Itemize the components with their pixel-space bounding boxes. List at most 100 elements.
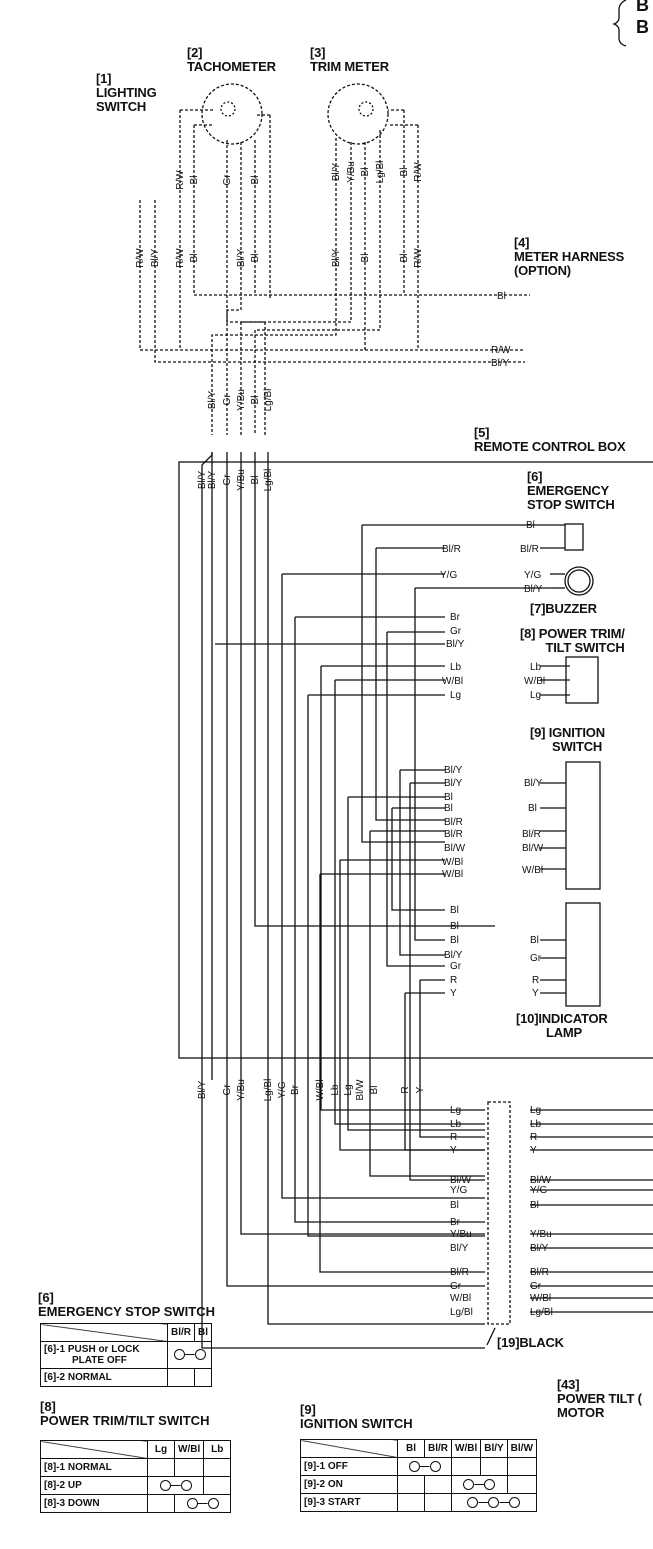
tachometer-outline bbox=[201, 83, 263, 145]
connector-right-label: Lb bbox=[530, 1119, 542, 1130]
connector-left-label: Lg/Bl bbox=[450, 1307, 473, 1318]
ignition-wire-label: Bl bbox=[528, 803, 537, 814]
connector-left-label: Bl/R bbox=[450, 1267, 469, 1278]
remote-control-box-label: [5]REMOTE CONTROL BOX bbox=[474, 425, 626, 454]
ignition-wire-label: W/Bl bbox=[442, 857, 463, 868]
ignition-wire-label: Bl/R bbox=[444, 829, 463, 840]
connector-left-label: W/Bl bbox=[450, 1293, 471, 1304]
buzzer-wire-label: Y/G bbox=[440, 570, 457, 581]
trim-wire-label: R/W bbox=[413, 248, 424, 268]
ignition-wire-label: Bl/R bbox=[522, 829, 541, 840]
bottom-wire-label: Y bbox=[415, 1086, 426, 1093]
bundle-wire-label: Bl bbox=[250, 476, 261, 485]
connector-right-label: Bl bbox=[530, 1200, 539, 1211]
lamp-wire-label: R bbox=[532, 975, 539, 986]
connector-right-label: Y bbox=[530, 1145, 537, 1156]
connector-right-label: Bl/W bbox=[530, 1175, 552, 1186]
tachometer-lamp bbox=[220, 101, 236, 117]
stop-wire-label: Bl/R bbox=[442, 544, 461, 555]
connector-left-label: R bbox=[450, 1132, 457, 1143]
bundle-wire-label: Lg/Bl bbox=[263, 389, 274, 412]
trim-meter-outline bbox=[327, 83, 389, 145]
bundle-wire-label: Bl/Y bbox=[197, 471, 208, 490]
bottom-wire-label: Lg/Bl bbox=[263, 1079, 274, 1102]
connector-right-label: Lg/Bl bbox=[530, 1307, 553, 1318]
ignition-wire-label: Bl/R bbox=[444, 817, 463, 828]
bottom-wire-label: Y/Bu bbox=[236, 1079, 247, 1101]
wire-label: W/Bl bbox=[442, 676, 463, 687]
lamp-wire-label: Bl bbox=[530, 935, 539, 946]
ignition-wire-label: W/Bl bbox=[442, 869, 463, 880]
lamp-wire-label: Y bbox=[450, 988, 457, 999]
wire-label: W/Bl bbox=[524, 676, 545, 687]
trim-wire-label: Lg/Bl bbox=[375, 161, 386, 184]
trim-wire-label: Bl bbox=[399, 168, 410, 177]
bundle-wire-label: Lg/Bl bbox=[263, 469, 274, 492]
trim-meter-lamp bbox=[358, 101, 374, 117]
trim-table-caption: [8]POWER TRIM/TILT SWITCH bbox=[40, 1399, 210, 1428]
connector-right-label: Lg bbox=[530, 1105, 541, 1116]
lamp-wire-label: Bl bbox=[450, 921, 459, 932]
trim-wire-label: R/W bbox=[413, 162, 424, 182]
lighting-wire-label: R/W bbox=[135, 248, 146, 268]
ignition-wire-label: Bl/Y bbox=[524, 778, 543, 789]
wire-label: Lg bbox=[450, 690, 461, 701]
connector-left-label: Bl bbox=[450, 1200, 459, 1211]
ignition-wire-label: Bl/W bbox=[522, 843, 544, 854]
wire-label: Br bbox=[450, 612, 461, 623]
bottom-wire-label: W/Bl bbox=[315, 1079, 326, 1100]
connector-left-label: Bl/W bbox=[450, 1175, 472, 1186]
emergency-stop-switch-body bbox=[564, 523, 584, 551]
bundle-wire-label: Bl/Y bbox=[207, 391, 218, 410]
bottom-wire-label: Gr bbox=[222, 1084, 233, 1096]
bundle-wire-label: Bl/Y bbox=[207, 471, 218, 490]
bundle-wire-label: Bl bbox=[250, 396, 261, 405]
ignition-wire-label: Bl/W bbox=[444, 843, 466, 854]
connector-right-label: Y/Bu bbox=[530, 1229, 552, 1240]
tach-wire-label: R/W bbox=[175, 248, 186, 268]
trim-wire-label: Bl bbox=[399, 254, 410, 263]
power-trim-switch-body bbox=[565, 656, 599, 704]
trim-meter-label: [3]TRIM METER bbox=[310, 45, 389, 74]
harness-wire-label: Bl/Y bbox=[491, 358, 510, 369]
connector-right-label: Y/G bbox=[530, 1185, 547, 1196]
connector-left-label: Y/Bu bbox=[450, 1229, 472, 1240]
tach-wire-label: R/W bbox=[175, 170, 186, 190]
lamp-wire-label: Gr bbox=[530, 953, 542, 964]
tach-wire-label: Bl/Y bbox=[236, 249, 247, 268]
harness-wire-label: R/W bbox=[491, 345, 511, 356]
bottom-wire-label: R bbox=[400, 1086, 411, 1093]
trim-wire-label: Bl/Y bbox=[331, 249, 342, 268]
trim-wire-label: Bl/Y bbox=[331, 163, 342, 182]
power-tilt-motor-label: [43]POWER TILT (MOTOR bbox=[557, 1377, 642, 1420]
stop-wire-label: Bl bbox=[526, 520, 535, 531]
wire-label: Gr bbox=[450, 626, 462, 637]
ignition-wire-label: Bl/Y bbox=[444, 765, 463, 776]
tachometer-label: [2]TACHOMETER bbox=[187, 45, 276, 74]
power-trim-switch-label: [8] POWER TRIM/TILT SWITCH bbox=[520, 626, 625, 655]
tach-wire-label: Bl bbox=[250, 254, 261, 263]
bundle-wire-label: Y/Bu bbox=[236, 389, 247, 411]
wire-label: Bl/Y bbox=[446, 639, 465, 650]
tach-wire-label: Bl bbox=[189, 176, 200, 185]
buzzer-wire-label: Y/G bbox=[524, 570, 541, 581]
lamp-wire-label: Bl/Y bbox=[444, 950, 463, 961]
connector-right-label: W/Bl bbox=[530, 1293, 551, 1304]
wire-label: Lb bbox=[530, 662, 542, 673]
ignition-table-caption: [9]IGNITION SWITCH bbox=[300, 1402, 413, 1431]
bottom-wire-label: Bl bbox=[369, 1086, 380, 1095]
connector-left-label: Lg bbox=[450, 1105, 461, 1116]
connector-right-label: Bl/R bbox=[530, 1267, 549, 1278]
bottom-wire-label: Bl/Y bbox=[197, 1081, 208, 1100]
lamp-wire-label: Y bbox=[532, 988, 539, 999]
connector-19-black bbox=[487, 1101, 511, 1325]
tach-wire-label: Gr bbox=[222, 174, 233, 186]
bottom-wire-label: Bl/W bbox=[355, 1079, 366, 1101]
trim-wire-label: Y/Bu bbox=[346, 161, 357, 183]
